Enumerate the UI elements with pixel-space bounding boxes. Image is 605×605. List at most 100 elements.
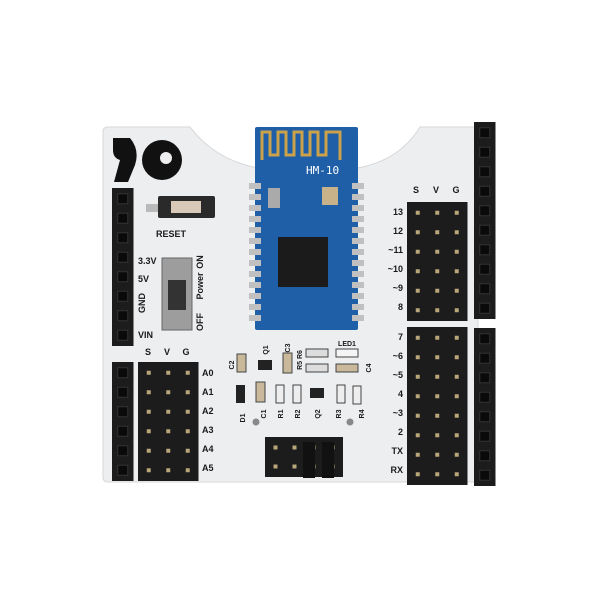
header-socket[interactable] [117,271,129,283]
jumper-cap[interactable] [322,442,334,478]
header-socket[interactable] [479,185,491,197]
header-socket[interactable] [479,352,491,364]
header-pin[interactable] [185,429,190,434]
header-pin[interactable] [185,370,190,375]
header-socket[interactable] [479,430,491,442]
reset-button[interactable] [146,196,215,218]
header-socket[interactable] [117,251,129,263]
header-pin[interactable] [435,472,440,477]
header-pin[interactable] [166,468,171,473]
header-socket[interactable] [117,310,129,322]
header-pin[interactable] [435,288,440,293]
header-pin[interactable] [435,230,440,235]
header-socket[interactable] [117,386,129,398]
header-socket[interactable] [117,212,129,224]
header-socket[interactable] [479,127,491,139]
header-socket[interactable] [479,263,491,275]
header-pin[interactable] [435,210,440,215]
jumper-cap[interactable] [303,442,315,478]
header-pin[interactable] [415,308,420,313]
header-pin[interactable] [435,413,440,418]
header-pin[interactable] [185,390,190,395]
header-socket[interactable] [117,445,129,457]
header-pin[interactable] [166,370,171,375]
header-pin[interactable] [435,433,440,438]
header-socket[interactable] [479,411,491,423]
header-pin[interactable] [415,433,420,438]
header-pin[interactable] [273,464,278,469]
header-pin[interactable] [415,413,420,418]
header-pin[interactable] [435,308,440,313]
header-pin[interactable] [415,288,420,293]
header-pin[interactable] [454,210,459,215]
header-socket[interactable] [479,469,491,481]
header-pin[interactable] [146,429,151,434]
header-pin[interactable] [146,409,151,414]
header-pin[interactable] [435,374,440,379]
header-pin[interactable] [415,335,420,340]
header-pin[interactable] [454,335,459,340]
header-pin[interactable] [454,413,459,418]
header-socket[interactable] [479,391,491,403]
header-socket[interactable] [479,224,491,236]
header-pin[interactable] [415,374,420,379]
header-pin[interactable] [146,390,151,395]
header-pin[interactable] [292,445,297,450]
header-pin[interactable] [454,374,459,379]
header-pin[interactable] [454,394,459,399]
header-pin[interactable] [292,464,297,469]
header-socket[interactable] [117,290,129,302]
header-pin[interactable] [415,394,420,399]
header-pin[interactable] [415,472,420,477]
header-pin[interactable] [146,448,151,453]
header-socket[interactable] [479,146,491,158]
header-socket[interactable] [117,329,129,341]
header-socket[interactable] [117,464,129,476]
header-pin[interactable] [415,249,420,254]
header-socket[interactable] [479,283,491,295]
header-pin[interactable] [415,269,420,274]
header-pin[interactable] [435,335,440,340]
header-pin[interactable] [435,249,440,254]
header-socket[interactable] [117,406,129,418]
header-socket[interactable] [117,193,129,205]
header-pin[interactable] [185,409,190,414]
header-pin[interactable] [415,230,420,235]
header-socket[interactable] [479,244,491,256]
header-pin[interactable] [454,472,459,477]
header-pin[interactable] [415,452,420,457]
header-pin[interactable] [166,429,171,434]
power-switch[interactable] [161,257,193,331]
header-pin[interactable] [454,269,459,274]
header-pin[interactable] [415,210,420,215]
header-socket[interactable] [479,372,491,384]
header-pin[interactable] [185,448,190,453]
header-pin[interactable] [454,230,459,235]
header-pin[interactable] [415,355,420,360]
header-socket[interactable] [479,333,491,345]
header-pin[interactable] [185,468,190,473]
header-pin[interactable] [166,409,171,414]
header-pin[interactable] [454,355,459,360]
header-pin[interactable] [454,308,459,313]
header-pin[interactable] [454,452,459,457]
header-pin[interactable] [435,394,440,399]
header-pin[interactable] [454,288,459,293]
header-pin[interactable] [166,390,171,395]
header-socket[interactable] [479,302,491,314]
header-socket[interactable] [117,425,129,437]
header-pin[interactable] [273,445,278,450]
header-pin[interactable] [146,370,151,375]
header-pin[interactable] [454,249,459,254]
header-pin[interactable] [166,448,171,453]
header-socket[interactable] [479,450,491,462]
header-socket[interactable] [117,367,129,379]
header-pin[interactable] [435,452,440,457]
header-socket[interactable] [479,166,491,178]
header-pin[interactable] [454,433,459,438]
header-pin[interactable] [146,468,151,473]
header-socket[interactable] [479,205,491,217]
header-pin[interactable] [435,355,440,360]
header-pin[interactable] [435,269,440,274]
header-socket[interactable] [117,232,129,244]
